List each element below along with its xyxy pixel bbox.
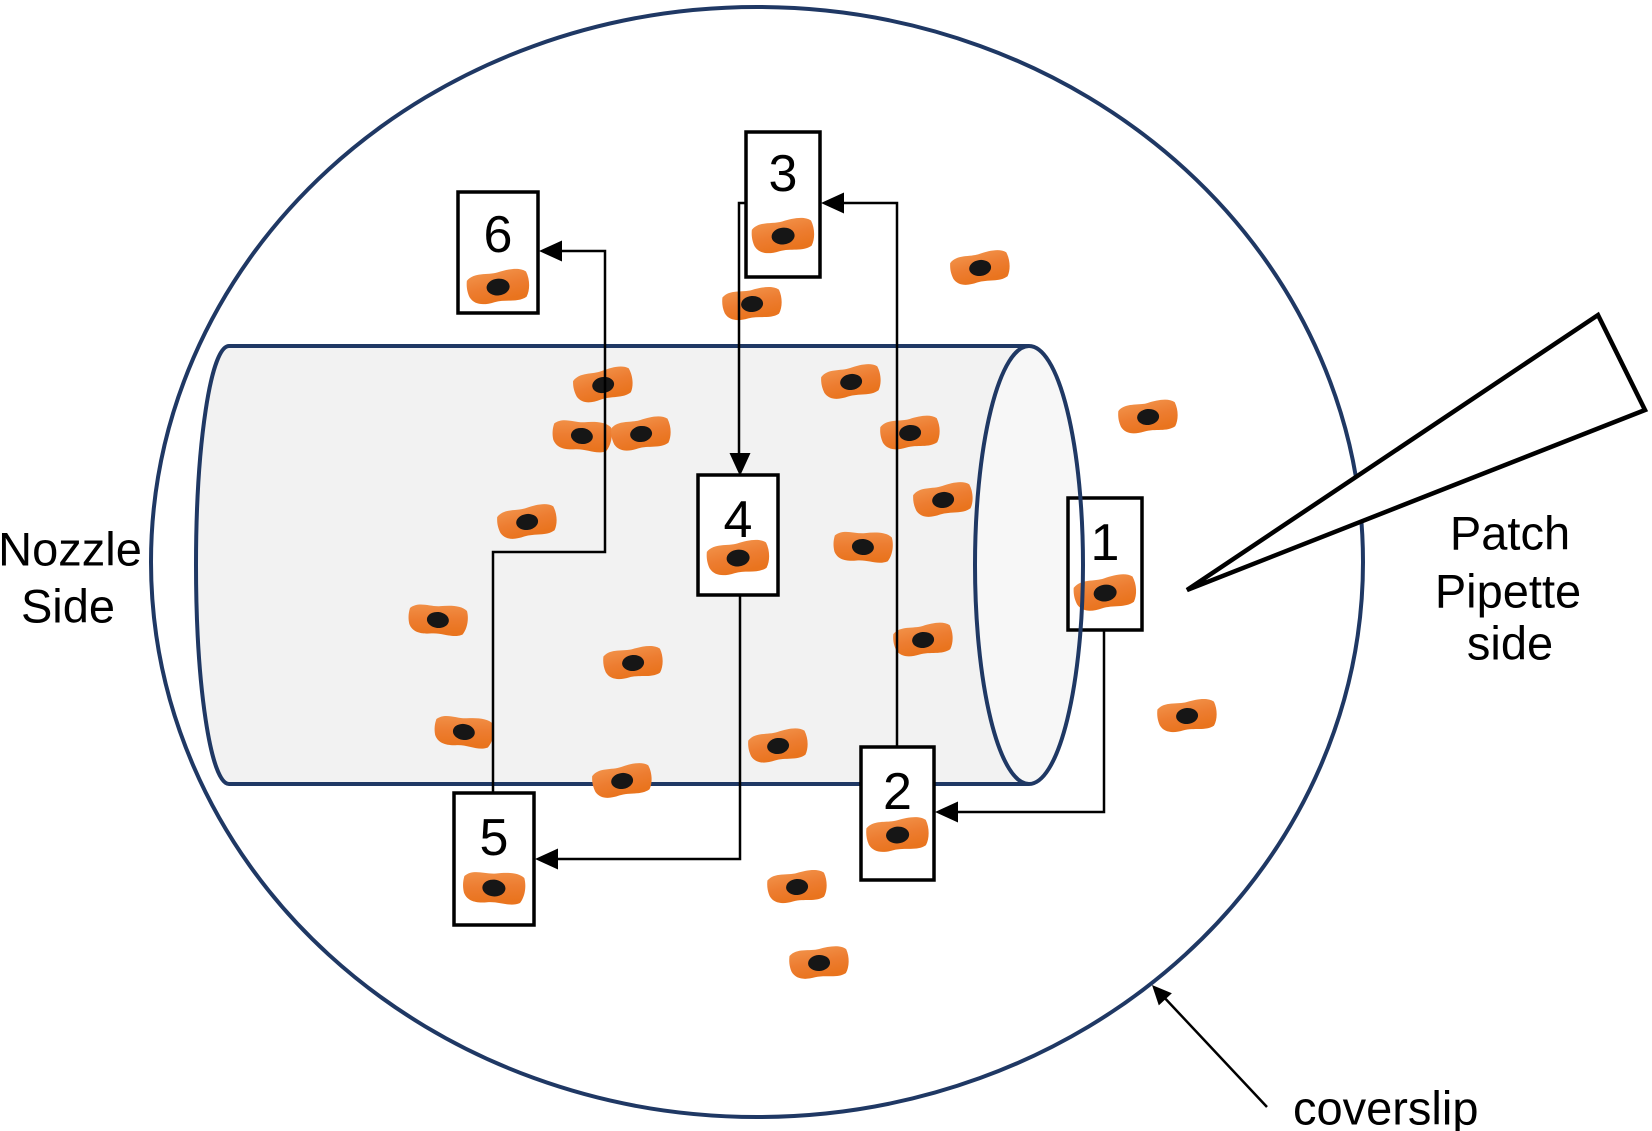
connector-1-to-2 [957,630,1106,814]
box-number-1: 1 [1091,514,1120,572]
box-outline-2 [859,745,936,882]
connector-4-to-5 [557,595,742,861]
cylinder-left-cap [194,344,230,786]
numbered-box-6: 6 [456,190,540,315]
coverslip-pointer [1160,993,1268,1108]
coverslip-label: coverslip [1293,1082,1478,1131]
connectors-layer [491,192,1268,1108]
connector-3-to-4 [737,201,746,454]
nozzle-side-label-line2: Side [21,580,115,633]
numbered-box-3: 3 [744,130,822,279]
numbered-box-1: 1 [1066,496,1144,632]
box-number-2: 2 [883,763,912,821]
patch-pipette-side-label-line2: Pipette [1435,565,1581,618]
box-outline-3 [744,130,822,279]
patch-pipette-side-label-line3: side [1467,617,1553,670]
patch-pipette-icon [1185,311,1649,593]
box-outline-4 [696,473,780,597]
cylinder [194,344,1083,786]
box-number-4: 4 [724,491,753,549]
cylinder-endcap-outline [973,344,1085,786]
numbered-box-2: 2 [859,745,936,882]
connector-2-to-3 [843,201,899,747]
numbered-box-5: 5 [452,791,536,927]
cylinder-endcap-fill [975,346,1083,784]
box-number-6: 6 [484,206,513,264]
box-number-3: 3 [769,145,798,203]
numbered-box-4: 4 [696,473,780,597]
box-outline-5 [452,791,536,927]
patch-pipette-side-label-line1: Patch [1450,507,1570,560]
cylinder-body [196,346,1083,784]
nozzle-side-label-line1: Nozzle [0,523,142,576]
connector-5-to-6 [491,249,607,793]
box-number-5: 5 [480,809,509,867]
